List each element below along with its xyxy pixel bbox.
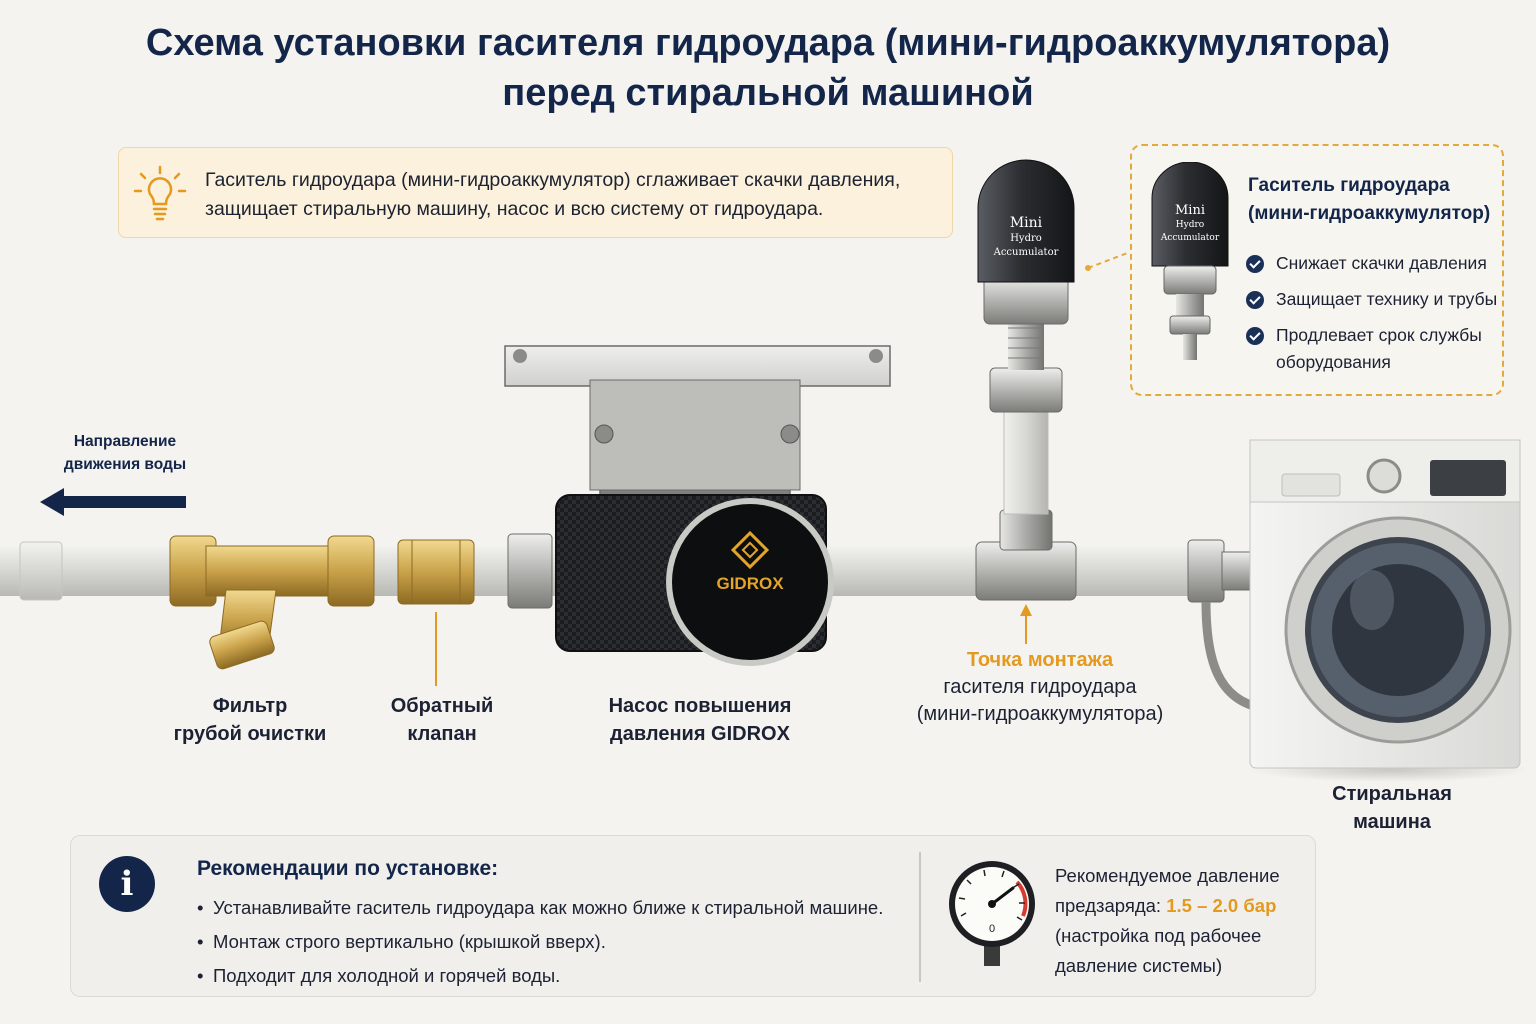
list-item: Монтаж строго вертикально (крышкой вверх… (197, 925, 927, 959)
feature-item: Снижает скачки давления (1246, 250, 1502, 277)
accumulator-card: Mini Hydro Accumulator Гаситель гидроуда… (1130, 144, 1504, 396)
washer-label: Стиральная машина (1332, 783, 1452, 833)
pressure-gauge-icon: 0 (949, 861, 1035, 966)
recommendations-panel: i Рекомендации по установке: Устанавлива… (70, 835, 1316, 997)
recommendations-title: Рекомендации по установке: (197, 857, 499, 880)
pump-label: Насос повышения давления GIDROX (608, 695, 792, 745)
gauge-digit: 0 (989, 923, 995, 935)
check-icon (1246, 255, 1264, 273)
pump-bracket (504, 345, 891, 501)
accumulator-card-cap-label: Mini Hydro Accumulator (1160, 203, 1220, 243)
vertical-pipe (1003, 407, 1049, 515)
title-line-2: перед стиральной машиной (502, 72, 1034, 114)
flow-direction-label: Направление движения воды (63, 433, 187, 473)
pressure-value: 1.5 – 2.0 бар (1166, 895, 1277, 916)
pump-brand: GIDROX (716, 574, 784, 593)
gidrox-logo-icon (730, 530, 770, 570)
mount-point-label: Точка монтажа гасителя гидроудара (мини-… (916, 649, 1164, 725)
recommendations-list: Устанавливайте гаситель гидроудара как м… (197, 891, 927, 993)
tee-fitting (975, 509, 1077, 601)
tip-text: Гаситель гидроудара (мини-гидроаккумулят… (205, 169, 901, 220)
divider (919, 852, 921, 982)
accumulator-features: Снижает скачки давления Защищает технику… (1246, 250, 1502, 385)
accumulator-card-title: Гаситель гидроудара (мини-гидроаккумулят… (1248, 175, 1491, 224)
check-icon (1246, 327, 1264, 345)
feature-item: Защищает технику и трубы (1246, 286, 1502, 313)
check-valve (397, 539, 475, 605)
pump-body (555, 494, 834, 666)
list-item: Подходит для холодной и горячей воды. (197, 959, 927, 993)
info-icon: i (99, 856, 155, 912)
pressure-text: Рекомендуемое давление предзаряда: 1.5 –… (1055, 865, 1280, 976)
flow-arrow-icon (40, 488, 186, 516)
mount-point-arrow-icon (1020, 604, 1032, 644)
filter-label: Фильтр грубой очистки (173, 695, 327, 745)
check-valve-label: Обратный клапан (390, 695, 494, 745)
title-line-1: Схема установки гасителя гидроудара (мин… (145, 22, 1391, 64)
lightbulb-icon (133, 165, 187, 221)
accumulator-cap-label: Mini Hydro Accumulator (993, 215, 1059, 258)
page-title: Схема установки гасителя гидроудара (мин… (0, 18, 1536, 118)
accumulator-product-image (1151, 162, 1229, 360)
check-icon (1246, 291, 1264, 309)
y-filter (169, 535, 375, 670)
accumulator-cap (977, 159, 1075, 283)
tip-box: Гаситель гидроудара (мини-гидроаккумулят… (118, 147, 953, 238)
washing-machine (1249, 439, 1530, 782)
feature-item: Продлевает срок службы оборудования (1246, 322, 1502, 376)
list-item: Устанавливайте гаситель гидроудара как м… (197, 891, 927, 925)
